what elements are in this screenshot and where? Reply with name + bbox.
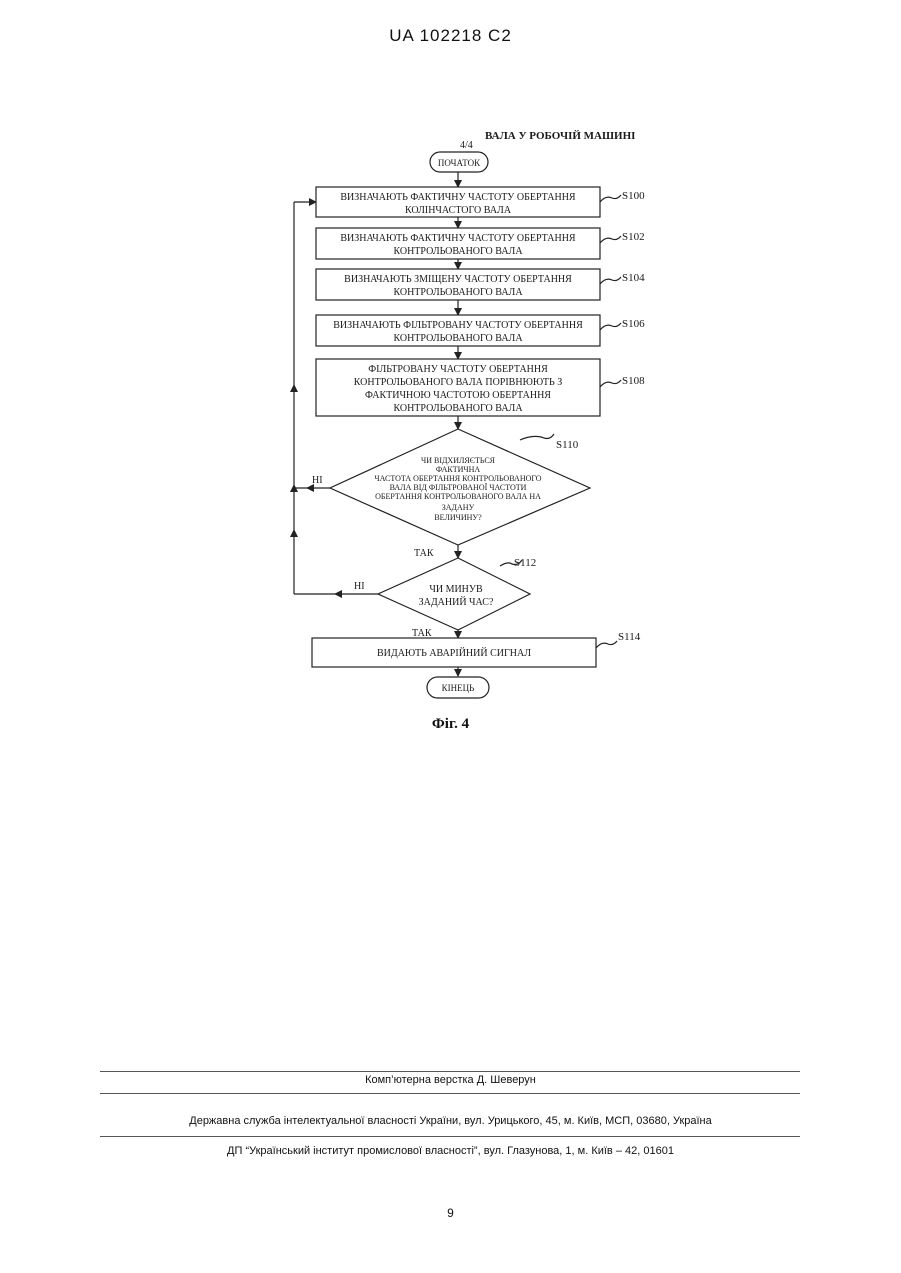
step-s108-line-2: КОНТРОЛЬОВАНОГО ВАЛА ПОРІВНЮЮТЬ З <box>354 377 563 388</box>
sheet-title: ВАЛА У РОБОЧІЙ МАШИНІ <box>485 130 635 142</box>
decision-s110-line-5: ОБЕРТАННЯ КОНТРОЛЬОВАНОГО ВАЛА НА <box>375 492 541 501</box>
yes-label-s110: ТАК <box>414 548 434 559</box>
no-label-s110: НІ <box>312 475 323 486</box>
decision-s110-line-7: ВЕЛИЧИНУ? <box>434 513 482 522</box>
start-label: ПОЧАТОК <box>438 158 481 168</box>
step-s108-line-3: ФАКТИЧНОЮ ЧАСТОТОЮ ОБЕРТАННЯ <box>365 390 551 401</box>
footer-rule-bottom <box>100 1136 800 1137</box>
step-s104-line-2: КОНТРОЛЬОВАНОГО ВАЛА <box>393 287 523 298</box>
decision-id-s112: S112 <box>514 557 536 569</box>
step-s108-line-4: КОНТРОЛЬОВАНОГО ВАЛА <box>393 403 523 414</box>
step-s104-line-1: ВИЗНАЧАЮТЬ ЗМІЩЕНУ ЧАСТОТУ ОБЕРТАННЯ <box>344 274 572 285</box>
step-s114-line-1: ВИДАЮТЬ АВАРІЙНИЙ СИГНАЛ <box>377 647 531 659</box>
decision-s112-line-1: ЧИ МИНУВ <box>429 584 483 595</box>
step-id-s104: S104 <box>622 272 645 284</box>
step-s102-line-1: ВИЗНАЧАЮТЬ ФАКТИЧНУ ЧАСТОТУ ОБЕРТАННЯ <box>340 233 576 244</box>
no-label-s112: НІ <box>354 581 365 592</box>
decision-id-s110: S110 <box>556 439 579 451</box>
step-s100-line-2: КОЛІНЧАСТОГО ВАЛА <box>405 205 512 216</box>
step-s106-line-2: КОНТРОЛЬОВАНОГО ВАЛА <box>393 333 523 344</box>
decision-s110-line-3: ЧАСТОТА ОБЕРТАННЯ КОНТРОЛЬОВАНОГО <box>374 474 541 483</box>
decision-s110-line-1: ЧИ ВІДХИЛЯЄТЬСЯ <box>421 456 496 465</box>
yes-label-s112: ТАК <box>412 628 432 639</box>
flowchart: 4/4 ВАЛА У РОБОЧІЙ МАШИНІ ПОЧАТОК ВИЗНАЧ… <box>0 0 901 712</box>
step-id-s100: S100 <box>622 190 645 202</box>
step-id-s114: S114 <box>618 631 641 643</box>
step-s102-line-2: КОНТРОЛЬОВАНОГО ВАЛА <box>393 246 523 257</box>
sheet-number: 4/4 <box>460 140 473 151</box>
footer-rule-middle <box>100 1093 800 1094</box>
decision-s110-line-6: ЗАДАНУ <box>442 503 475 512</box>
institute-address: ДП “Український інститут промислової вла… <box>0 1145 901 1157</box>
decision-s110-line-2: ФАКТИЧНА <box>436 465 481 474</box>
step-s106-line-1: ВИЗНАЧАЮТЬ ФІЛЬТРОВАНУ ЧАСТОТУ ОБЕРТАННЯ <box>333 320 583 331</box>
agency-address: Державна служба інтелектуальної власност… <box>0 1115 901 1127</box>
layout-credit: Комп’ютерна верстка Д. Шеверун <box>0 1074 901 1086</box>
end-label: КІНЕЦЬ <box>442 683 475 693</box>
step-s108-line-1: ФІЛЬТРОВАНУ ЧАСТОТУ ОБЕРТАННЯ <box>368 364 548 375</box>
decision-s112-line-2: ЗАДАНИЙ ЧАС? <box>419 596 494 608</box>
step-id-s106: S106 <box>622 318 645 330</box>
step-s100-line-1: ВИЗНАЧАЮТЬ ФАКТИЧНУ ЧАСТОТУ ОБЕРТАННЯ <box>340 192 576 203</box>
step-id-s102: S102 <box>622 231 645 243</box>
page-number: 9 <box>0 1206 901 1220</box>
figure-caption: Фіг. 4 <box>0 716 901 733</box>
decision-s110-line-4: ВАЛА ВІД ФІЛЬТРОВАНОЇ ЧАСТОТИ <box>390 483 527 492</box>
step-id-s108: S108 <box>622 375 645 387</box>
footer-rule-top <box>100 1071 800 1072</box>
